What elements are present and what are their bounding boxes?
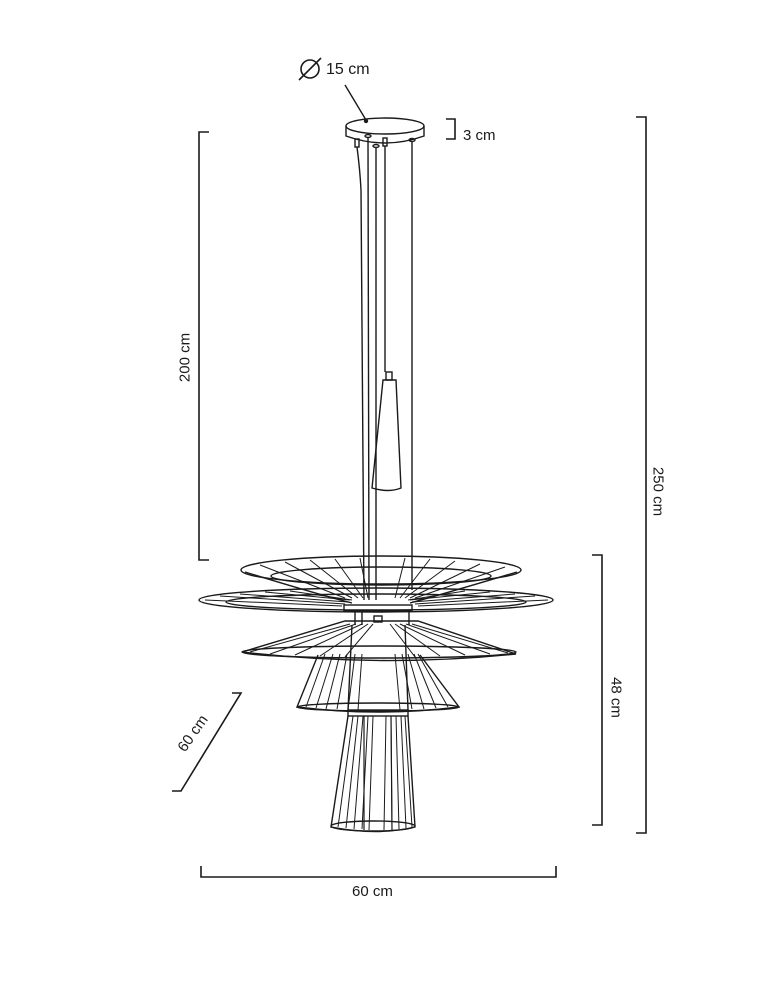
shade-height-label: 48 cm <box>607 677 625 718</box>
total-height-label: 250 cm <box>649 466 667 517</box>
suspension-cables <box>356 136 413 601</box>
cord-length-label: 200 cm <box>176 332 194 383</box>
diameter-leader-line <box>344 84 367 121</box>
shade-width-label: 60 cm <box>352 883 393 900</box>
shade-depth-bracket <box>172 692 243 792</box>
shade-height-bracket <box>592 554 603 826</box>
shade-bottom-cone <box>330 715 416 833</box>
shade-top-disc <box>240 555 522 604</box>
canopy-height-label: 3 cm <box>463 127 496 144</box>
canopy-diameter-label: 15 cm <box>326 61 370 78</box>
shade-lower-cone <box>241 615 517 662</box>
total-height-bracket <box>636 116 647 834</box>
cord-length-bracket <box>198 131 209 561</box>
shade-mid-cone <box>296 624 461 717</box>
inner-pendant <box>371 371 402 492</box>
diameter-symbol-icon <box>298 57 322 81</box>
shade-middle-disc <box>198 587 554 625</box>
shade-width-bracket <box>200 866 557 878</box>
canopy-height-bracket <box>446 118 456 140</box>
